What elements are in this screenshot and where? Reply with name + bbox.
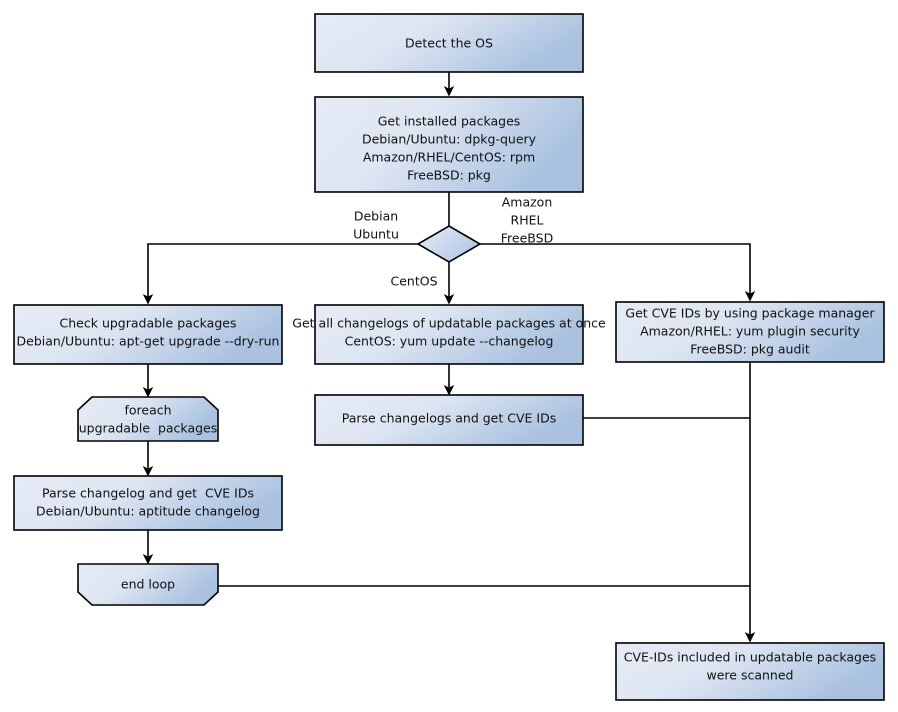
node-get-cve-ids-package-manager-shape (615, 301, 885, 363)
node-check-upgradable-packages-shape (13, 304, 283, 365)
node-parse-changelog-get-cve-ids-line-0: Parse changelog and get CVE IDs (42, 486, 254, 501)
node-get-all-changelogs-line-0: Get all changelogs of updatable packages… (292, 316, 606, 331)
node-get-cve-ids-package-manager-line-0: Get CVE IDs by using package manager (625, 306, 875, 321)
node-get-all-changelogs-line-1: CentOS: yum update --changelog (345, 334, 554, 349)
node-detect-os[interactable]: Detect the OS (314, 13, 584, 73)
edge-decision-to-check-upgradable (142, 243, 418, 305)
node-os-decision-shape (416, 225, 482, 263)
node-parse-changelogs-get-cve-ids-line-0: Parse changelogs and get CVE IDs (342, 411, 556, 426)
edge-label-debian-ubuntu-line-0: Debian (354, 209, 398, 224)
node-get-installed-packages-shape (314, 96, 584, 193)
edge-label-amazon-rhel-freebsd: Amazon RHEL FreeBSD (501, 195, 553, 246)
edge-label-centos: CentOS (390, 274, 437, 289)
node-get-cve-ids-package-manager-line-1: Amazon/RHEL: yum plugin security (640, 324, 860, 339)
node-foreach-upgradable-packages-line-0: foreach (124, 403, 171, 418)
node-end-loop-line-0: end loop (121, 577, 175, 592)
node-cve-ids-scanned[interactable]: CVE-IDs included in updatable packages w… (615, 642, 885, 701)
node-cve-ids-scanned-line-1: were scanned (707, 668, 794, 683)
node-check-upgradable-packages-line-0: Check upgradable packages (60, 316, 237, 331)
node-parse-changelog-get-cve-ids[interactable]: Parse changelog and get CVE IDs Debian/U… (13, 475, 283, 531)
node-get-cve-ids-package-manager[interactable]: Get CVE IDs by using package manager Ama… (615, 301, 885, 363)
node-get-all-changelogs-shape (314, 304, 584, 365)
node-parse-changelog-get-cve-ids-shape (13, 475, 283, 531)
node-get-installed-packages[interactable]: Get installed packages Debian/Ubuntu: dp… (314, 96, 584, 193)
edge-label-debian-ubuntu: Debian Ubuntu (353, 209, 399, 242)
node-os-decision[interactable] (416, 225, 482, 263)
node-check-upgradable-packages-line-1: Debian/Ubuntu: apt-get upgrade --dry-run (17, 334, 280, 349)
node-end-loop-shape (77, 563, 219, 606)
node-get-all-changelogs[interactable]: Get all changelogs of updatable packages… (292, 304, 606, 365)
node-foreach-upgradable-packages-line-1: upgradable packages (79, 421, 218, 436)
node-parse-changelogs-get-cve-ids[interactable]: Parse changelogs and get CVE IDs (314, 394, 584, 446)
edge-label-debian-ubuntu-line-1: Ubuntu (353, 227, 399, 242)
edge-label-centos-line-0: CentOS (390, 274, 437, 289)
connectors (142, 72, 756, 643)
node-check-upgradable-packages[interactable]: Check upgradable packages Debian/Ubuntu:… (13, 304, 283, 365)
node-get-cve-ids-package-manager-line-2: FreeBSD: pkg audit (690, 342, 810, 357)
edge-label-amazon-rhel-freebsd-line-0: Amazon (502, 195, 553, 210)
edge-decision-to-cve-package-manager (480, 243, 756, 302)
node-parse-changelogs-get-cve-ids-shape (314, 394, 584, 446)
node-get-installed-packages-line-2: Amazon/RHEL/CentOS: rpm (363, 150, 535, 165)
node-end-loop[interactable]: end loop (77, 563, 219, 606)
edge-label-amazon-rhel-freebsd-line-1: RHEL (511, 213, 544, 228)
node-cve-ids-scanned-shape (615, 642, 885, 701)
edge-label-amazon-rhel-freebsd-line-2: FreeBSD (501, 231, 553, 246)
node-get-installed-packages-line-0: Get installed packages (378, 114, 521, 129)
node-detect-os-shape (314, 13, 584, 73)
node-detect-os-line-0: Detect the OS (405, 36, 493, 51)
node-cve-ids-scanned-line-0: CVE-IDs included in updatable packages (624, 650, 876, 665)
node-get-installed-packages-line-3: FreeBSD: pkg (407, 168, 491, 183)
node-parse-changelog-get-cve-ids-line-1: Debian/Ubuntu: aptitude changelog (36, 504, 260, 519)
node-foreach-upgradable-packages-shape (77, 396, 219, 442)
node-get-installed-packages-line-1: Debian/Ubuntu: dpkg-query (362, 132, 537, 147)
node-foreach-upgradable-packages[interactable]: foreach upgradable packages (77, 396, 219, 442)
